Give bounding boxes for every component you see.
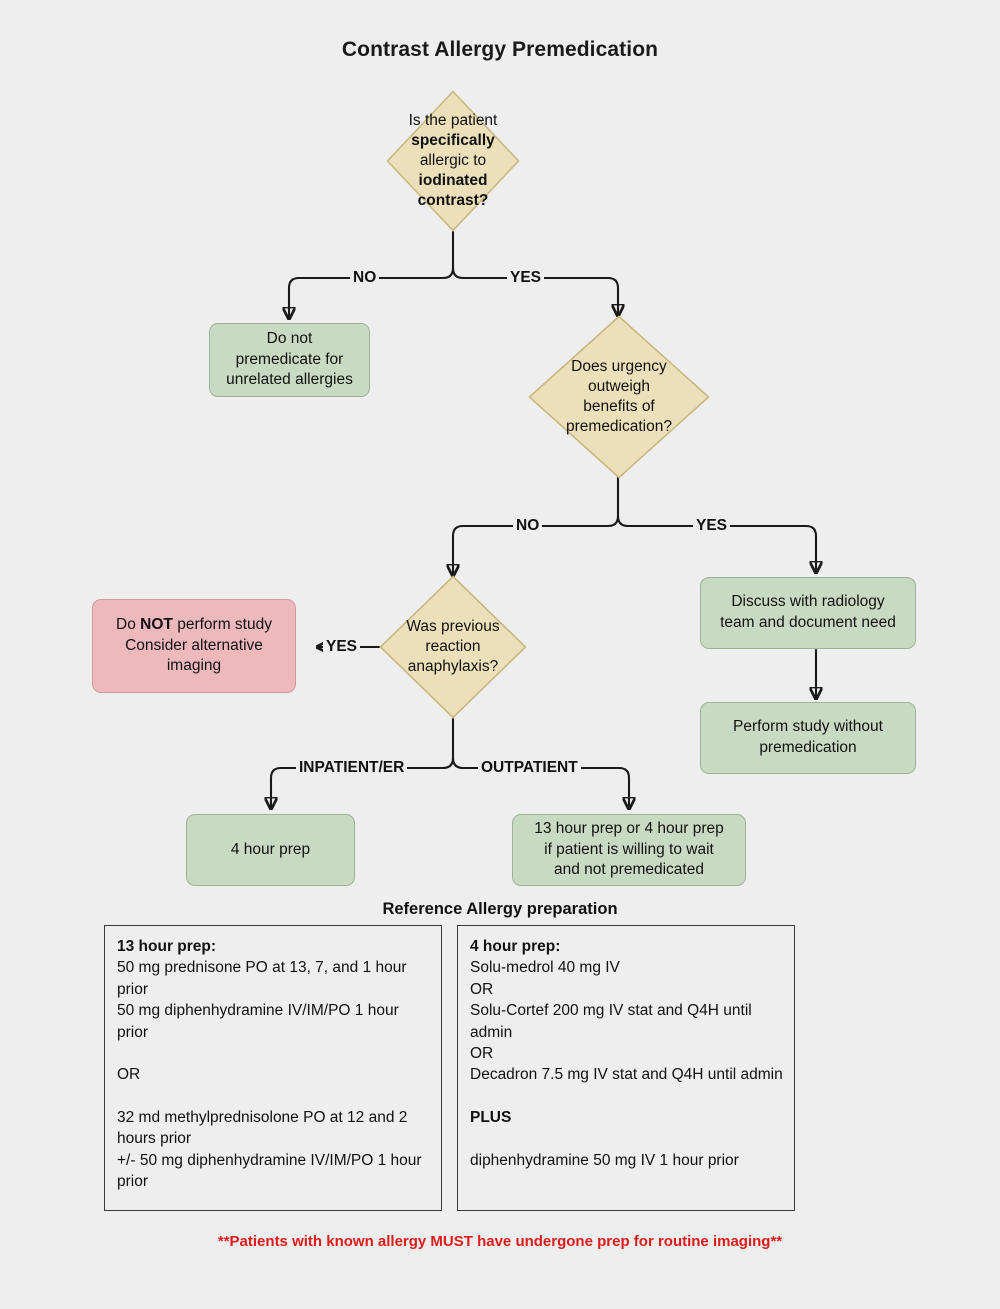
reference-13-hour-line: 50 mg diphenhydramine IV/IM/PO 1 hour pr… bbox=[117, 1002, 404, 1041]
reference-13-hour-line: OR bbox=[117, 1066, 141, 1084]
decision-iodinated-contrast[interactable]: Is the patient specifically allergic to … bbox=[386, 90, 520, 232]
node-outpatient-prep-line-1: 13 hour prep or 4 hour prep bbox=[534, 820, 724, 838]
decision-2-line-1: Does urgency bbox=[571, 357, 667, 375]
node-4-hour-prep-line-1: 4 hour prep bbox=[230, 840, 311, 858]
node-do-not-perform-line-1a: Do bbox=[116, 616, 141, 634]
node-do-not-premedicate-line-3: unrelated allergies bbox=[226, 371, 353, 389]
diamond-shape bbox=[528, 315, 710, 479]
diamond-shape bbox=[379, 575, 527, 719]
diamond-shape bbox=[386, 90, 520, 232]
decision-1-line-3: allergic to bbox=[419, 151, 487, 169]
decision-2-text: Does urgency outweigh benefits of premed… bbox=[560, 357, 678, 438]
decision-1-line-1: Is the patient bbox=[408, 111, 498, 129]
node-4-hour-prep[interactable]: 4 hour prep bbox=[186, 814, 355, 886]
node-outpatient-prep-line-3: and not premedicated bbox=[554, 861, 704, 879]
decision-1-line-5: contrast? bbox=[417, 192, 489, 210]
node-outpatient-prep-line-2: if patient is willing to wait bbox=[544, 840, 714, 858]
node-perform-line-2: premedication bbox=[759, 739, 857, 756]
decision-3-text: Was previous reaction anaphylaxis? bbox=[400, 617, 505, 677]
edge-label-d3-outpatient: OUTPATIENT bbox=[478, 760, 581, 776]
node-discuss-with-radiology[interactable]: Discuss with radiology team and document… bbox=[700, 577, 916, 649]
decision-2-line-2: outweigh bbox=[587, 377, 651, 395]
reference-4-hour-plus-label: PLUS bbox=[470, 1109, 512, 1126]
node-discuss-line-2: team and document need bbox=[720, 614, 896, 631]
reference-4-hour-line: Decadron 7.5 mg IV stat and Q4H until ad… bbox=[470, 1066, 783, 1084]
edge-label-d1-no: NO bbox=[350, 270, 380, 286]
decision-previous-reaction-anaphylaxis[interactable]: Was previous reaction anaphylaxis? bbox=[379, 575, 527, 719]
decision-1-text: Is the patient specifically allergic to … bbox=[403, 111, 504, 212]
decision-3-line-2: reaction bbox=[425, 637, 481, 655]
node-4-hour-prep-text: 4 hour prep bbox=[231, 840, 310, 861]
node-do-not-perform-study[interactable]: Do NOT perform study Consider alternativ… bbox=[92, 599, 296, 693]
decision-2-line-3: benefits of bbox=[583, 398, 655, 415]
node-do-not-premedicate-line-1: Do not bbox=[266, 330, 313, 348]
decision-urgency-outweighs[interactable]: Does urgency outweigh benefits of premed… bbox=[528, 315, 710, 479]
node-discuss-with-radiology-text: Discuss with radiology team and document… bbox=[720, 592, 896, 633]
decision-2-line-4: premedication? bbox=[566, 418, 672, 436]
node-outpatient-prep[interactable]: 13 hour prep or 4 hour prep if patient i… bbox=[512, 814, 746, 886]
reference-4-hour-spacer bbox=[470, 1128, 784, 1149]
reference-13-hour-spacer bbox=[117, 1086, 431, 1107]
node-do-not-perform-line-2: Consider alternative bbox=[125, 636, 263, 654]
edge-label-d3-inpatient: INPATIENT/ER bbox=[296, 760, 408, 776]
node-do-not-premedicate-text: Do not premedicate for unrelated allergi… bbox=[226, 329, 353, 391]
reference-13-hour-line: 32 md methylprednisolone PO at 12 and 2 … bbox=[117, 1109, 412, 1148]
footer-warning-text: **Patients with known allergy MUST have … bbox=[217, 1233, 783, 1250]
edge-label-d1-yes: YES bbox=[507, 270, 545, 286]
reference-4-hour-line: OR bbox=[470, 1044, 494, 1062]
reference-13-hour-line: +/- 50 mg diphenhydramine IV/IM/PO 1 hou… bbox=[117, 1151, 426, 1191]
node-do-not-perform-line-1c: perform study bbox=[172, 616, 272, 634]
reference-4-hour-line: Solu-Cortef 200 mg IV stat and Q4H until… bbox=[470, 1002, 757, 1041]
reference-13-hour-line: 50 mg prednisone PO at 13, 7, and 1 hour… bbox=[117, 959, 411, 998]
node-perform-line-1: Perform study without bbox=[733, 718, 883, 736]
node-do-not-perform-emphasis: NOT bbox=[140, 616, 173, 634]
node-do-not-premedicate-line-2: premedicate for bbox=[235, 350, 344, 368]
node-do-not-perform-line-3: imaging bbox=[166, 657, 222, 675]
reference-13-hour-spacer bbox=[117, 1043, 431, 1064]
decision-1-line-4: iodinated bbox=[418, 172, 488, 190]
node-do-not-premedicate[interactable]: Do not premedicate for unrelated allergi… bbox=[209, 323, 370, 397]
page-title: Contrast Allergy Premedication bbox=[341, 38, 659, 61]
node-perform-study-without-premedication[interactable]: Perform study without premedication bbox=[700, 702, 916, 774]
reference-panel-4-hour-prep: 4 hour prep: Solu-medrol 40 mg IV OR Sol… bbox=[457, 925, 795, 1211]
reference-4-hour-header: 4 hour prep: bbox=[470, 938, 561, 955]
reference-section-heading: Reference Allergy preparation bbox=[382, 900, 618, 918]
reference-4-hour-spacer bbox=[470, 1086, 784, 1107]
edge-label-d3-yes: YES bbox=[323, 639, 361, 655]
reference-panel-13-hour-prep: 13 hour prep: 50 mg prednisone PO at 13,… bbox=[104, 925, 442, 1211]
decision-3-line-3: anaphylaxis? bbox=[407, 658, 499, 676]
node-discuss-line-1: Discuss with radiology bbox=[731, 593, 885, 611]
node-do-not-perform-text: Do NOT perform study Consider alternativ… bbox=[116, 615, 272, 677]
decision-3-line-1: Was previous bbox=[406, 617, 500, 635]
decision-1-line-2: specifically bbox=[411, 131, 495, 149]
reference-13-hour-header: 13 hour prep: bbox=[117, 938, 217, 955]
reference-4-hour-line: diphenhydramine 50 mg IV 1 hour prior bbox=[470, 1151, 739, 1169]
reference-4-hour-line: Solu-medrol 40 mg IV bbox=[470, 959, 620, 977]
edge-label-d2-no: NO bbox=[513, 518, 543, 534]
node-outpatient-prep-text: 13 hour prep or 4 hour prep if patient i… bbox=[534, 819, 724, 881]
node-perform-study-text: Perform study without premedication bbox=[733, 717, 883, 758]
reference-4-hour-line: OR bbox=[470, 980, 494, 998]
edge-label-d2-yes: YES bbox=[693, 518, 731, 534]
